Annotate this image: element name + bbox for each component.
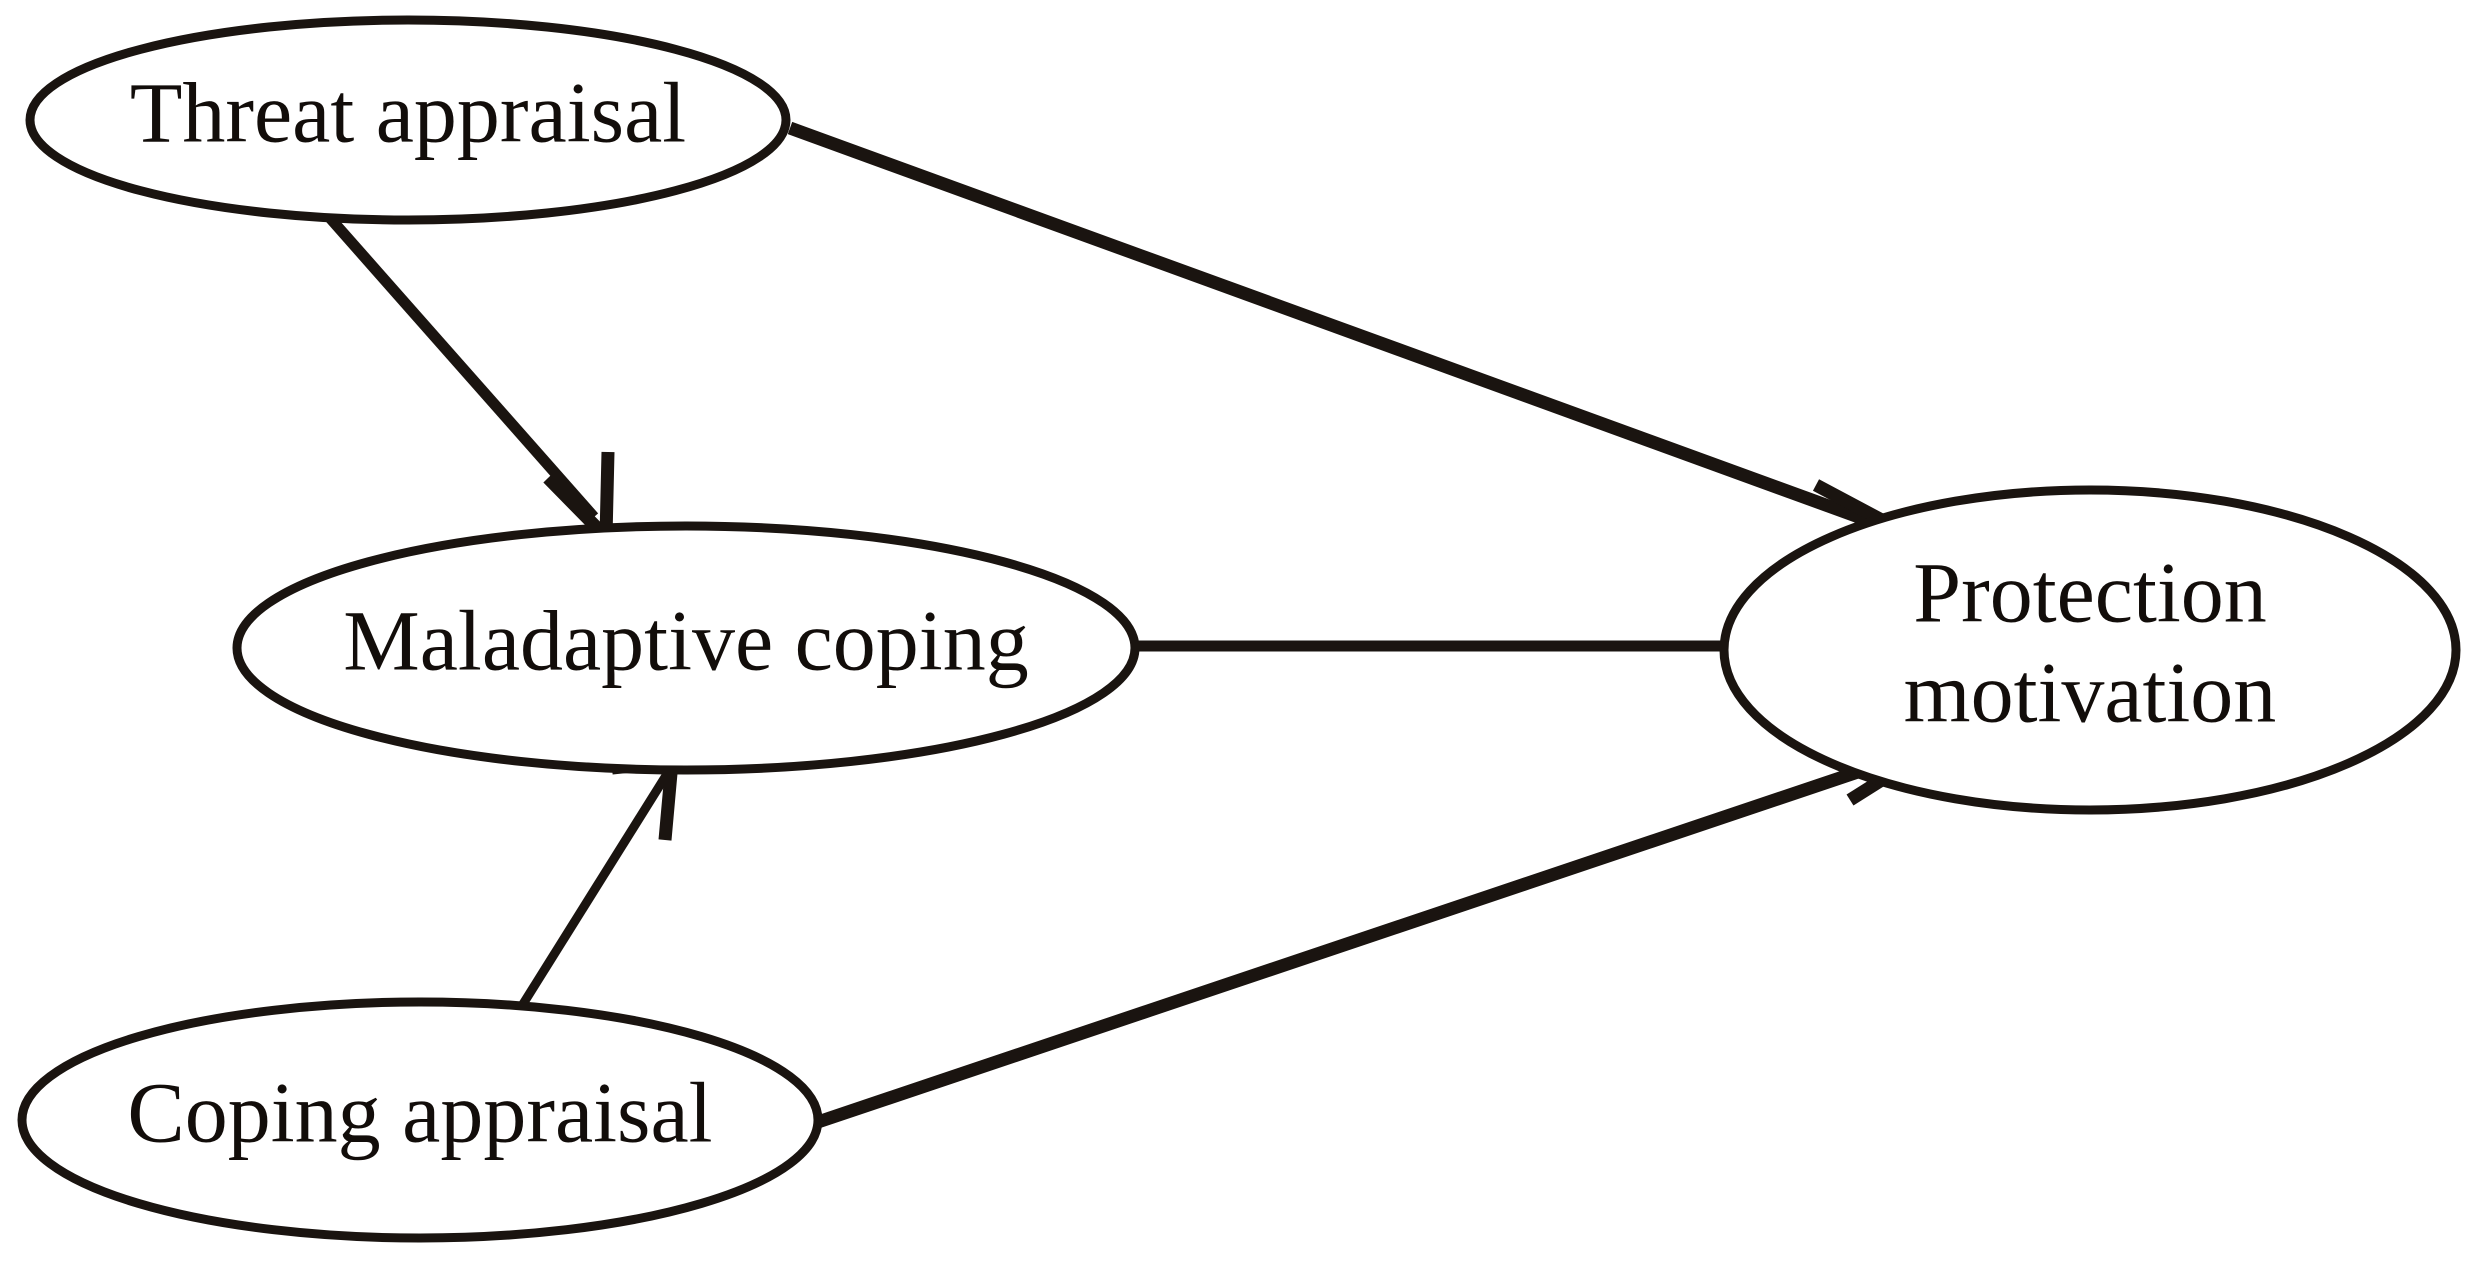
coping-appraisal-ellipse[interactable] (17, 997, 823, 1243)
coping-appraisal-label: Coping appraisal (127, 1065, 712, 1161)
edge-threat-to-maladaptive (325, 214, 615, 553)
protection-motivation-label-line2: motivation (1904, 645, 2277, 741)
threat-appraisal-ellipse[interactable] (25, 15, 791, 225)
edge-coping-to-maladaptive (504, 754, 680, 1031)
edge-coping-to-protection (815, 715, 1961, 1129)
edge-line-threat-maladaptive (325, 214, 599, 521)
edge-line-coping-maladaptive (504, 771, 671, 1031)
threat-appraisal-label: Threat appraisal (130, 65, 686, 161)
node-coping-appraisal[interactable]: Coping appraisal (17, 997, 823, 1243)
edge-line-coping-protection (815, 739, 1938, 1129)
node-threat-appraisal[interactable]: Threat appraisal (25, 15, 791, 225)
edge-threat-to-protection (787, 121, 1962, 567)
protection-motivation-label-line1: Protection (1913, 545, 2267, 641)
maladaptive-coping-label: Maladaptive coping (343, 593, 1028, 689)
maladaptive-coping-ellipse[interactable] (232, 521, 1140, 775)
node-protection-motivation[interactable]: Protection motivation (1719, 485, 2461, 815)
edge-line-threat-protection (787, 121, 1933, 550)
node-maladaptive-coping[interactable]: Maladaptive coping (232, 521, 1140, 775)
protection-motivation-ellipse[interactable] (1719, 485, 2461, 815)
